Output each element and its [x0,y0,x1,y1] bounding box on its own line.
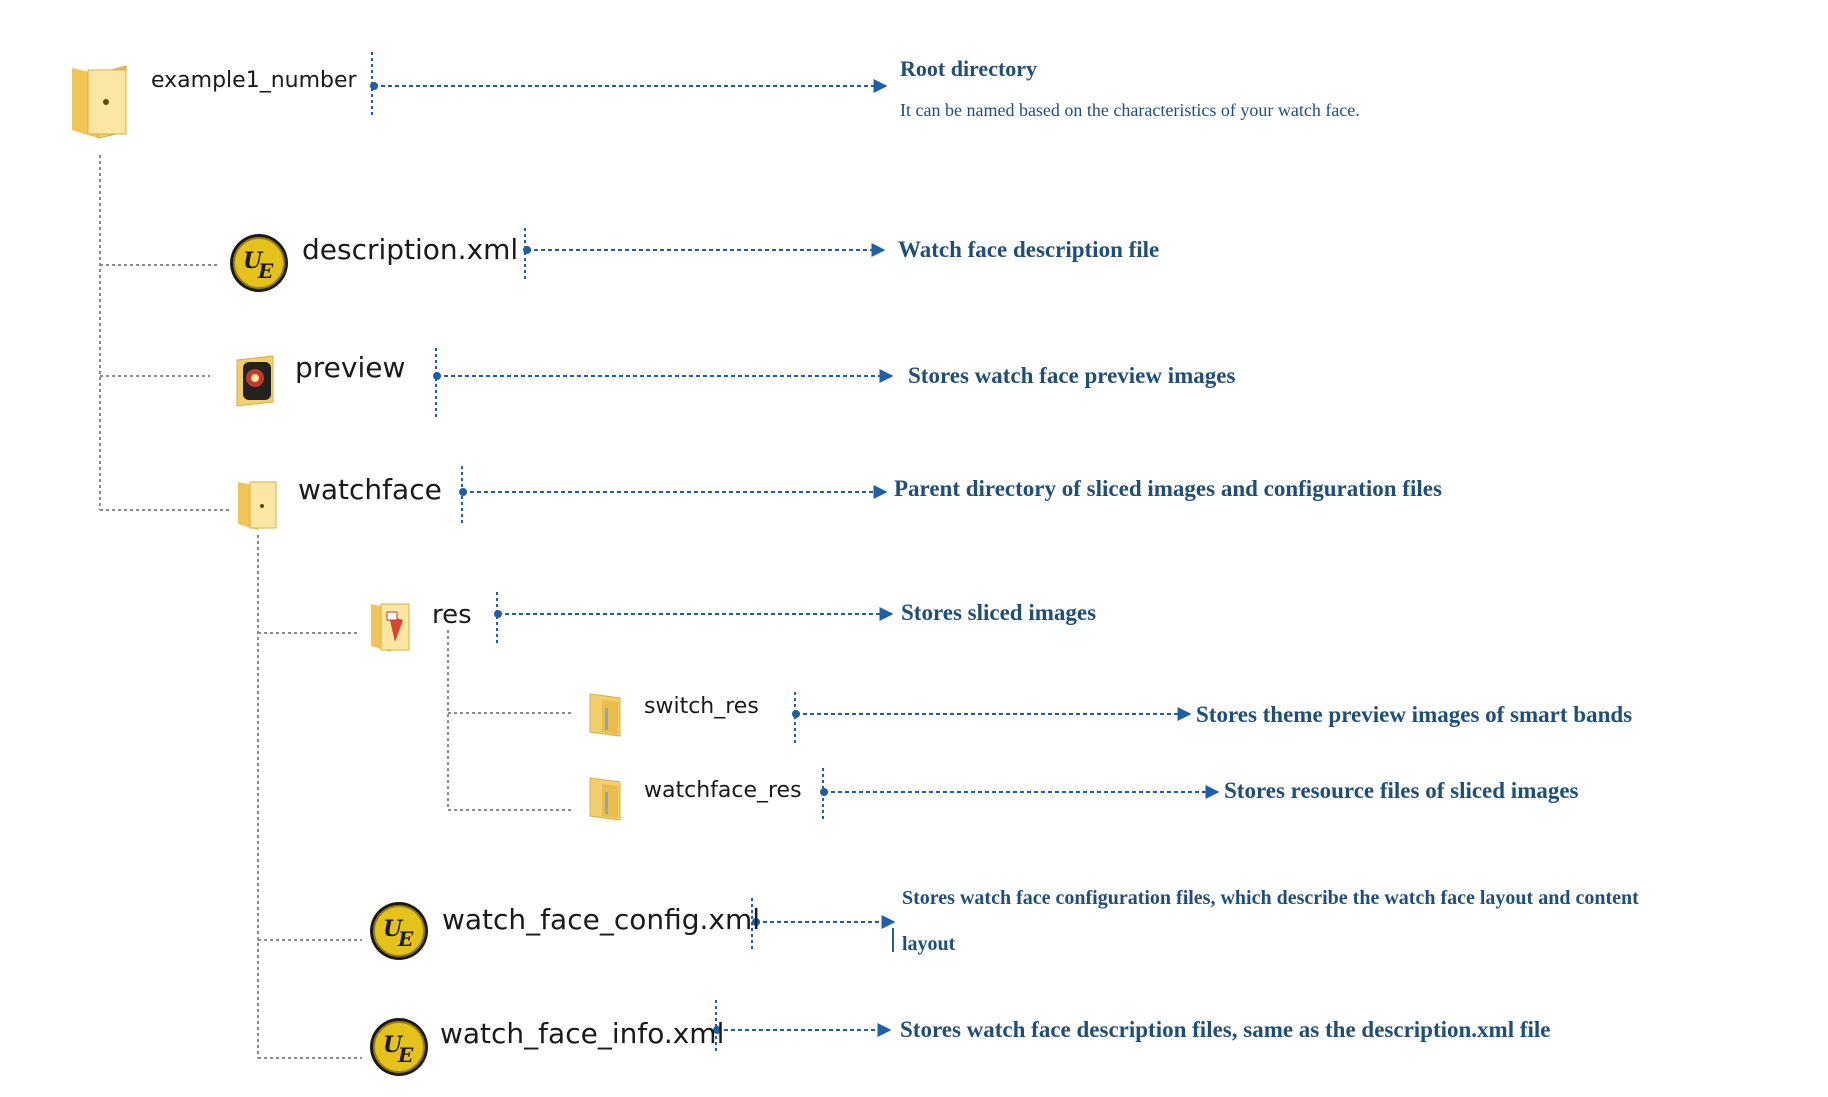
node-title-watchface: Parent directory of sliced images and co… [894,476,1442,501]
connectors [370,52,1220,1054]
connector-node-switch-res [792,710,800,718]
node-subtitle-example1-number: It can be named based on the characteris… [900,100,1360,120]
folder-icon [589,693,621,737]
image-folder-icon [236,355,274,407]
ultraedit-file-icon: U E [230,234,288,292]
connector-node-root [370,82,378,90]
svg-text:U: U [243,248,264,274]
node-title-watch-face-info-xml: Stores watch face description files, sam… [900,1017,1551,1042]
node-title-preview: Stores watch face preview images [908,363,1236,388]
svg-text:E: E [397,1043,414,1067]
folder-icon [72,65,127,139]
svg-text:U: U [383,1032,404,1058]
node-name-example1-number: example1_number [151,68,357,93]
node-title-res: Stores sliced images [901,600,1097,625]
node-title-line2-watch-face-config-xml: layout [902,933,956,955]
connector-node-description [523,246,531,254]
connector-node-info [713,1026,721,1034]
ultraedit-file-icon: U E [370,902,428,960]
folder-icon [238,481,277,530]
node-name-preview: preview [295,351,406,384]
connector-node-res [494,610,502,618]
connector-node-watchface [459,488,467,496]
node-title-switch-res: Stores theme preview images of smart ban… [1196,702,1633,727]
connector-node-watchface-res [820,788,828,796]
svg-text:U: U [383,916,404,942]
image-folder-icon [371,603,410,652]
node-name-watch-face-info-xml: watch_face_info.xml [440,1017,725,1050]
node-title-watch-face-config-xml: Stores watch face configuration files, w… [902,887,1639,909]
node-title-watchface-res: Stores resource files of sliced images [1224,778,1579,803]
connector-node-preview [433,372,441,380]
tree-lines [99,155,572,1059]
ultraedit-file-icon: U E [370,1018,428,1076]
node-name-watchface: watchface [298,473,442,506]
node-name-watchface-res: watchface_res [644,778,802,803]
node-name-watch-face-config-xml: watch_face_config.xml [442,903,761,936]
svg-text:E: E [397,927,414,951]
connector-node-config [752,918,760,926]
node-title-example1-number: Root directory [900,56,1038,81]
node-name-switch-res: switch_res [644,694,759,719]
svg-text:E: E [257,259,274,283]
node-name-res: res [432,600,472,630]
folder-icon [589,777,621,821]
node-title-description-xml: Watch face description file [898,237,1160,262]
node-name-description-xml: description.xml [302,233,519,266]
